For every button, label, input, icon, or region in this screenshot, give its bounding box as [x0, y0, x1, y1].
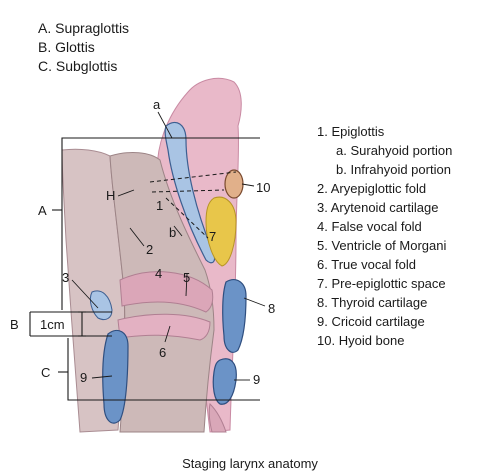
legend-text: Pre-epiglottic space: [331, 276, 446, 291]
region-b-letter: B.: [38, 39, 52, 55]
false-fold-shape: [119, 271, 214, 313]
one-cm-marker: [78, 311, 86, 337]
cricoid-cartilage-right: [212, 358, 237, 405]
figure-caption: Staging larynx anatomy: [182, 456, 318, 471]
hyoid-bone: [224, 169, 244, 199]
legend-item-6: 6. True vocal fold: [317, 257, 452, 272]
lower-tissue-strip: [208, 402, 227, 433]
dashed-guides: [149, 171, 237, 239]
legend-item-1b: b. Infrahyoid portion: [317, 162, 452, 177]
region-c-name: Subglottis: [55, 58, 118, 74]
legend-num: 9.: [317, 314, 328, 329]
label-5: 5: [183, 270, 190, 285]
label-1: 1: [156, 198, 163, 213]
legend-item-8: 8. Thyroid cartilage: [317, 295, 452, 310]
region-c-letter: C.: [38, 58, 52, 74]
true-fold-shape: [117, 313, 211, 341]
epiglottis-cartilage: [164, 121, 216, 264]
legend-num: 4.: [317, 219, 328, 234]
legend-text: False vocal fold: [331, 219, 422, 234]
subglottis-boundary: [67, 338, 260, 401]
label-4: 4: [155, 266, 162, 281]
legend-item-4: 4. False vocal fold: [317, 219, 452, 234]
legend-text: Aryepiglottic fold: [330, 181, 427, 196]
region-b-name: Glottis: [55, 39, 95, 55]
region-b-item: B. Glottis: [38, 39, 129, 55]
legend-text: Surahyoid portion: [350, 143, 453, 158]
legend-num: 1.: [317, 124, 328, 139]
label-a: a: [153, 97, 161, 112]
legend-text: Hyoid bone: [338, 333, 405, 348]
legend-num: 2.: [317, 181, 328, 196]
pre-epiglottic-fat: [205, 196, 237, 267]
legend-text: Epiglottis: [331, 124, 385, 139]
legend-text: Cricoid cartilage: [331, 314, 425, 329]
legend-num: b.: [336, 162, 347, 177]
legend-num: 10.: [317, 333, 336, 348]
label-8: 8: [268, 301, 275, 316]
legend-item-1: 1. Epiglottis: [317, 124, 452, 139]
legend-item-7: 7. Pre-epiglottic space: [317, 276, 452, 291]
legend-text: Ventricle of Morgani: [331, 238, 447, 253]
legend-item-10: 10. Hyoid bone: [317, 333, 452, 348]
legend-num: a.: [336, 143, 347, 158]
label-region-c: C: [41, 365, 50, 380]
legend-num: 3.: [317, 200, 328, 215]
legend-num: 7.: [317, 276, 328, 291]
label-9-left: 9: [80, 370, 87, 385]
legend-item-2: 2. Aryepiglottic fold: [317, 181, 452, 196]
region-a-letter: A.: [38, 20, 52, 36]
label-2: 2: [146, 242, 153, 257]
region-a-item: A. Supraglottis: [38, 20, 129, 36]
label-7: 7: [209, 229, 216, 244]
legend-item-3: 3. Arytenoid cartilage: [317, 200, 452, 215]
legend-item-9: 9. Cricoid cartilage: [317, 314, 452, 329]
label-10: 10: [256, 180, 270, 195]
legend-num: 8.: [317, 295, 328, 310]
legend-text: Arytenoid cartilage: [330, 200, 439, 215]
label-9-right: 9: [253, 372, 260, 387]
label-region-b: B: [10, 317, 19, 332]
legend-item-1a: a. Surahyoid portion: [317, 143, 452, 158]
label-region-a: A: [38, 203, 47, 218]
leader-lines: [71, 111, 266, 381]
region-a-name: Supraglottis: [55, 20, 130, 36]
label-3: 3: [62, 270, 69, 285]
region-list: A. Supraglottis B. Glottis C. Subglottis: [38, 20, 129, 74]
label-6: 6: [159, 345, 166, 360]
legend-num: 6.: [317, 257, 328, 272]
label-h: H: [106, 188, 115, 203]
legend-text: True vocal fold: [331, 257, 417, 272]
label-b: b: [169, 225, 176, 240]
region-boundaries: [29, 137, 260, 401]
label-one-cm: 1cm: [40, 317, 65, 332]
legend-item-5: 5. Ventricle of Morgani: [317, 238, 452, 253]
legend-text: Thyroid cartilage: [331, 295, 428, 310]
supraglottis-boundary: [61, 137, 260, 310]
anatomy-legend: 1. Epiglottis a. Surahyoid portion b. In…: [317, 124, 452, 348]
thyroid-cartilage: [222, 279, 247, 353]
legend-text: Infrahyoid portion: [350, 162, 451, 177]
region-c-item: C. Subglottis: [38, 58, 129, 74]
legend-num: 5.: [317, 238, 328, 253]
